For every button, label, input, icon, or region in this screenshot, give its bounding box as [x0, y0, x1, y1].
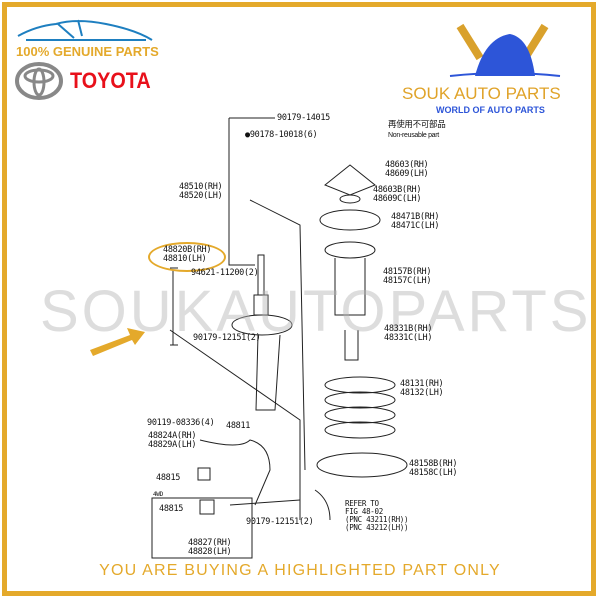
part-label: 90179-12151(2) [246, 517, 314, 527]
watermark: SOUKAUTOPARTS [40, 279, 592, 344]
part-label: 48824A(RH) 48829A(LH) [148, 431, 197, 450]
part-label: 48603(RH) 48609(LH) [385, 160, 429, 179]
part-label: 48471B(RH) 48471C(LH) [391, 212, 440, 231]
refer-note: REFER TO FIG 48-02 (PNC 43211(RH)) (PNC … [345, 499, 409, 532]
genuine-parts-text: 100% GENUINE PARTS [16, 44, 159, 59]
part-label: ●90178-10018(6) [245, 130, 318, 140]
highlight-circle [148, 242, 226, 272]
part-label: 48157B(RH) 48157C(LH) [383, 267, 432, 286]
part-label: 48131(RH) 48132(LH) [400, 379, 444, 398]
shop-tagline: WORLD OF AUTO PARTS [436, 105, 545, 115]
shop-name: SOUK AUTO PARTS [402, 84, 561, 103]
part-label: 48510(RH) 48520(LH) [179, 182, 223, 201]
toyota-logo-icon [15, 62, 63, 100]
part-label: 4WD [153, 491, 163, 498]
souk-logo-icon [449, 23, 561, 77]
part-label: 90119-08336(4) [147, 418, 215, 428]
part-label: 48158B(RH) 48158C(LH) [409, 459, 458, 478]
car-logo-icon [17, 19, 153, 41]
part-label: 48815 [156, 473, 181, 483]
highlight-arrow-icon [90, 328, 145, 356]
legend-en: Non-reusable part [388, 132, 439, 139]
part-label: 48815 [159, 504, 184, 514]
part-label: 48331B(RH) 48331C(LH) [384, 324, 433, 343]
part-label: 48603B(RH) 48609C(LH) [373, 185, 422, 204]
toyota-brand-text: TOYOTA [70, 68, 151, 93]
part-label: 90179-14015 [277, 113, 330, 123]
part-label: 90179-12151(2) [193, 333, 261, 343]
part-label: 94621-11200(2) [191, 268, 259, 278]
part-label: 48811 [226, 421, 251, 431]
legend-jp: 再使用不可部品 [388, 120, 446, 130]
part-label: 48827(RH) 48828(LH) [188, 538, 232, 557]
highlighted-part-label: 48820B(RH) 48810(LH) [163, 245, 212, 264]
footer-notice: YOU ARE BUYING A HIGHLIGHTED PART ONLY [99, 562, 501, 579]
